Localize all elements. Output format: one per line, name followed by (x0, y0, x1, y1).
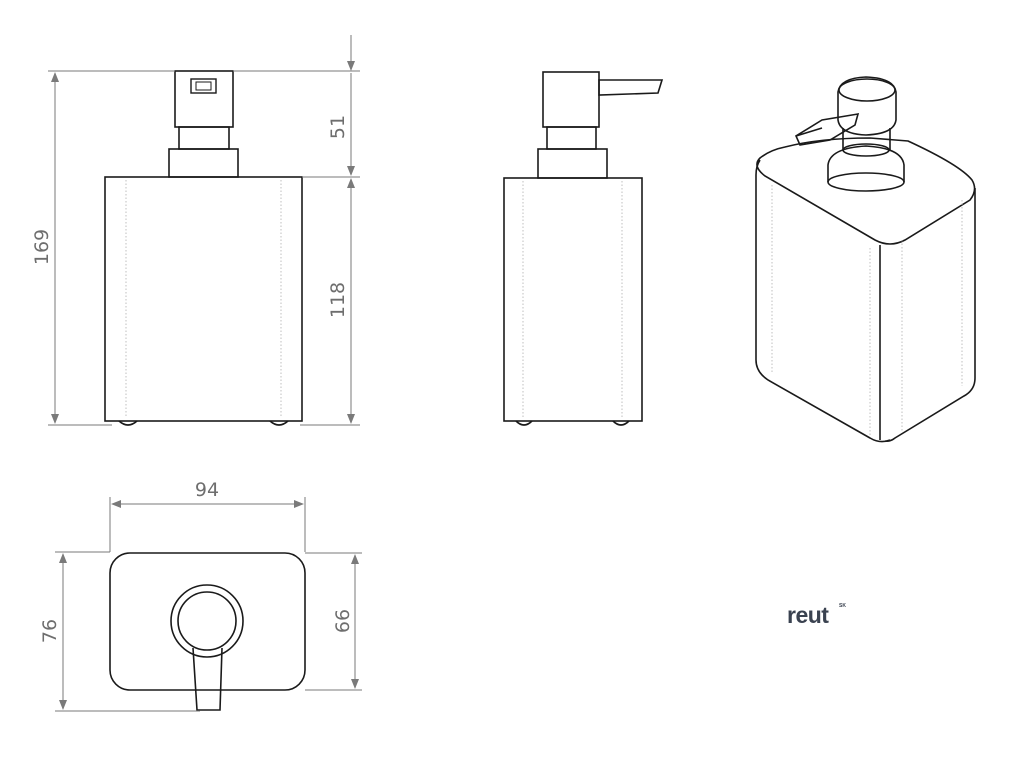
dim-total-height: 169 (31, 229, 53, 265)
dim-width: 94 (195, 479, 219, 501)
front-foot-right (269, 420, 289, 426)
top-pump-head (177, 591, 237, 651)
top-body (109, 552, 306, 691)
dim-depth-inner: 66 (332, 609, 354, 633)
side-pump-head (542, 71, 600, 128)
brand-name: reut (787, 602, 829, 628)
front-dimensions (48, 35, 360, 426)
isometric-view (755, 76, 976, 443)
side-foot-right (612, 420, 630, 426)
front-foot-left (118, 420, 138, 426)
side-foot-left (515, 420, 533, 426)
iso-pump-nozzle (794, 113, 860, 146)
front-body (104, 176, 303, 422)
dim-depth-outer: 76 (39, 619, 61, 643)
side-view (503, 71, 664, 426)
iso-left-face (755, 159, 891, 443)
iso-top-face (756, 137, 976, 245)
dim-body-height: 118 (327, 282, 349, 318)
side-pump-stem (546, 126, 597, 150)
top-collar (170, 584, 244, 658)
iso-collar (827, 145, 905, 182)
brand-logo: reut SK (787, 602, 846, 628)
front-collar (168, 148, 239, 178)
side-pump-nozzle (598, 79, 664, 96)
side-body (503, 177, 643, 422)
brand-suffix: SK (839, 603, 846, 609)
iso-right-face (884, 188, 976, 442)
dim-pump-height: 51 (327, 115, 349, 139)
side-collar (537, 148, 608, 179)
top-pump-nozzle (192, 647, 223, 711)
iso-pump-head (837, 76, 897, 136)
front-view (104, 70, 303, 426)
top-view (109, 552, 306, 711)
top-dimensions (55, 497, 362, 712)
front-pump-button (190, 78, 217, 94)
front-pump-stem (178, 126, 230, 150)
